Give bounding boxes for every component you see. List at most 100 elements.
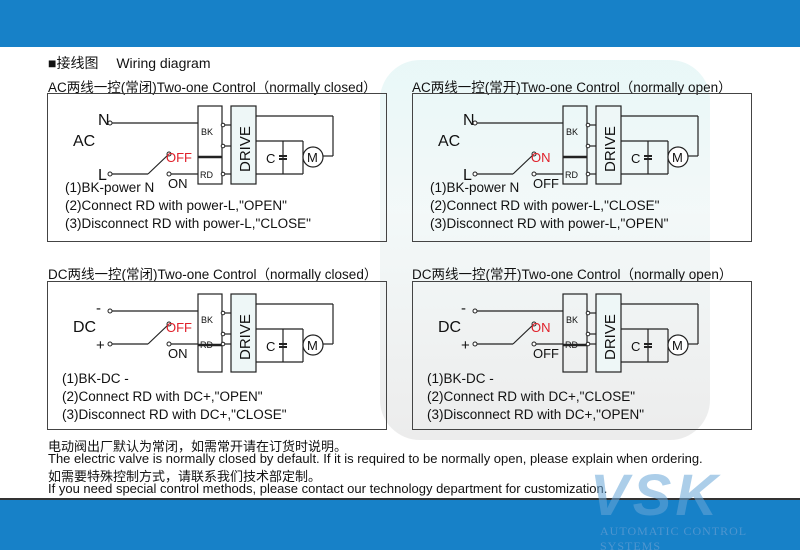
terminal-dot (585, 310, 591, 316)
wiring-note: (3)Disconnect RD with power-L,"OPEN" (430, 216, 669, 231)
bk-label: BK (201, 315, 213, 325)
drive-box (595, 105, 622, 185)
wiring-note: (2)Connect RD with DC+,"CLOSE" (427, 389, 636, 404)
terminal-dot (585, 171, 591, 177)
motor-label: M (307, 150, 318, 165)
wiring-note: (3)Disconnect RD with DC+,"CLOSE" (62, 407, 287, 422)
terminal-dot (107, 308, 113, 314)
rd-label: RD (200, 170, 213, 180)
switch-lever (512, 153, 535, 175)
bottom-terminal-label: L (463, 167, 472, 184)
terminal-dot (585, 341, 591, 347)
bottom-terminal-label: + (461, 337, 470, 354)
capacitor-label: C (631, 339, 640, 354)
drive-label: DRIVE (237, 314, 254, 360)
terminal-dot (472, 171, 478, 177)
supply-label: AC (438, 133, 460, 150)
bottom-terminal-label: L (98, 167, 107, 184)
footer-note: The electric valve is normally closed by… (48, 451, 703, 466)
terminal-block (197, 293, 223, 373)
switch-upper-label: ON (531, 150, 551, 165)
terminal-dot (585, 331, 591, 337)
terminal-block (562, 293, 588, 373)
vsk-logo: VSK (590, 463, 722, 528)
terminal-dot (220, 122, 226, 128)
terminal-dot (220, 310, 226, 316)
drive-label: DRIVE (602, 126, 619, 172)
rd-label: RD (565, 170, 578, 180)
switch-lever (512, 323, 535, 345)
bottom-terminal-label: + (96, 337, 105, 354)
wiring-note: (3)Disconnect RD with DC+,"OPEN" (427, 407, 645, 422)
terminal-dot (107, 171, 113, 177)
drive-box (230, 105, 257, 185)
switch-contact (166, 151, 172, 157)
top-terminal-label: - (96, 300, 101, 317)
switch-contact (531, 151, 537, 157)
bk-label: BK (566, 315, 578, 325)
wiring-note: (2)Connect RD with power-L,"CLOSE" (430, 198, 660, 213)
terminal-dot (220, 171, 226, 177)
switch-lower-label: ON (168, 346, 188, 361)
switch-contact (531, 321, 537, 327)
motor-icon (667, 334, 689, 356)
terminal-dot (107, 120, 113, 126)
top-terminal-label: N (463, 112, 475, 129)
capacitor-label: C (266, 339, 275, 354)
terminal-dot (585, 143, 591, 149)
terminal-dot (472, 120, 478, 126)
terminal-dot (220, 331, 226, 337)
supply-label: DC (438, 319, 461, 336)
panel-title: DC两线一控(常闭)Two-one Control（normally close… (48, 267, 378, 282)
motor-icon (302, 334, 324, 356)
section-title: ■接线图 Wiring diagram (48, 55, 211, 71)
motor-label: M (672, 338, 683, 353)
header-bar (0, 0, 800, 47)
motor-icon (302, 146, 324, 168)
wiring-note: (1)BK-power N (65, 180, 155, 195)
drive-box (230, 293, 257, 373)
wiring-note: (1)BK-power N (430, 180, 520, 195)
switch-lower-label: ON (168, 176, 188, 191)
capacitor-label: C (266, 151, 275, 166)
top-terminal-label: N (98, 112, 110, 129)
footer-bar (0, 498, 800, 550)
motor-label: M (672, 150, 683, 165)
motor-label: M (307, 338, 318, 353)
supply-label: DC (73, 319, 96, 336)
switch-contact (166, 321, 172, 327)
switch-lever (147, 153, 170, 175)
terminal-dot (220, 143, 226, 149)
logo-subtitle: AUTOMATIC CONTROL SYSTEMS (600, 524, 747, 553)
motor-icon (667, 146, 689, 168)
switch-lower-label: OFF (533, 176, 559, 191)
terminal-dot (585, 122, 591, 128)
panel-title: AC两线一控(常开)Two-one Control（normally open） (412, 80, 732, 95)
supply-label: AC (73, 133, 95, 150)
wiring-note: (1)BK-DC - (427, 371, 494, 386)
wiring-note: (2)Connect RD with power-L,"OPEN" (65, 198, 287, 213)
terminal-dot (472, 308, 478, 314)
switch-upper-label: ON (531, 320, 551, 335)
terminal-dot (472, 341, 478, 347)
switch-upper-label: OFF (166, 320, 192, 335)
bk-label: BK (566, 127, 578, 137)
drive-box (595, 293, 622, 373)
wiring-note: (1)BK-DC - (62, 371, 129, 386)
panel-title: AC两线一控(常闭)Two-one Control（normally close… (48, 80, 377, 95)
footer-note: If you need special control methods, ple… (48, 481, 608, 496)
drive-label: DRIVE (602, 314, 619, 360)
bk-label: BK (201, 127, 213, 137)
switch-lower-label: OFF (533, 346, 559, 361)
panel-title: DC两线一控(常开)Two-one Control（normally open） (412, 267, 733, 282)
wiring-note: (2)Connect RD with DC+,"OPEN" (62, 389, 263, 404)
switch-upper-label: OFF (166, 150, 192, 165)
